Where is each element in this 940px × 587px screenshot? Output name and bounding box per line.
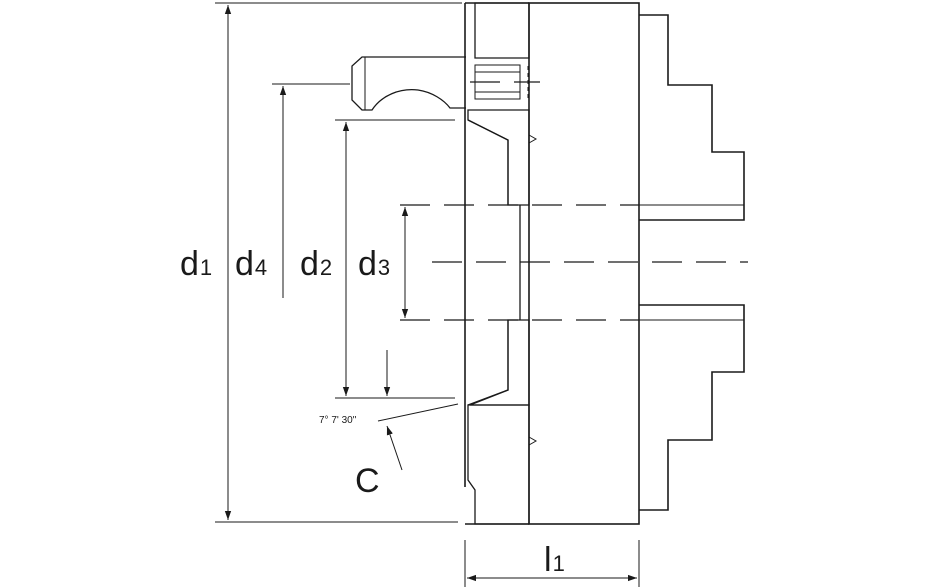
notch-upper — [528, 134, 538, 144]
label-angle: 7° 7' 30" — [319, 415, 357, 426]
label-l1: l1 — [544, 541, 565, 579]
extension-lines — [215, 2, 748, 587]
label-d3: d3 — [358, 245, 390, 283]
section-hatching — [467, 2, 538, 525]
body-outline — [528, 2, 640, 525]
jaws — [639, 14, 745, 511]
upper-jaw — [639, 14, 745, 221]
hatch-top — [474, 2, 530, 59]
label-d2: d2 — [300, 245, 332, 283]
dimension-lines — [224, 5, 637, 582]
chuck-body — [464, 2, 640, 525]
lower-jaw — [639, 304, 745, 511]
bore-taper-top — [467, 119, 509, 205]
bolt-head-outline — [351, 56, 466, 111]
hatch-bottom — [467, 404, 530, 525]
dimension-labels: d1 d4 d2 d3 l1 C 7° 7' 30" — [180, 245, 565, 579]
mounting-bolt — [351, 56, 540, 111]
c-arrow-bottom — [386, 425, 403, 471]
notch-lower — [528, 436, 538, 446]
angle-leader — [377, 403, 459, 422]
bore-taper-bottom — [467, 320, 509, 406]
label-d1: d1 — [180, 245, 212, 283]
hatch-lower-bore — [469, 319, 530, 406]
label-c: C — [355, 462, 380, 500]
label-d4: d4 — [235, 245, 267, 283]
